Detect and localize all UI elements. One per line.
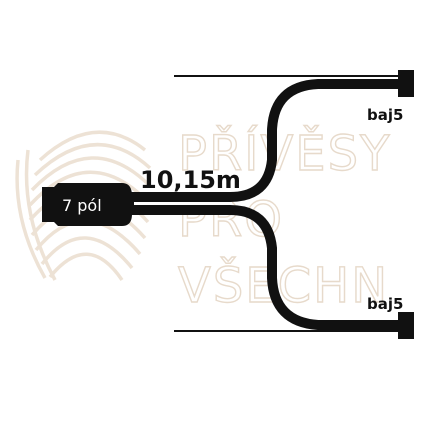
plug-label: 7 pól xyxy=(62,196,102,215)
seven-pin-plug xyxy=(42,183,134,226)
top-branch-label: baj5 xyxy=(367,106,403,124)
main-cable xyxy=(128,79,398,330)
top-bulb-connector xyxy=(398,70,414,97)
bottom-bulb-connector xyxy=(398,312,414,339)
bottom-branch-label: baj5 xyxy=(367,295,403,313)
cable-length-label: 10,15m xyxy=(140,166,241,194)
watermark-line-1: PŘÍVĚSY xyxy=(178,125,391,182)
